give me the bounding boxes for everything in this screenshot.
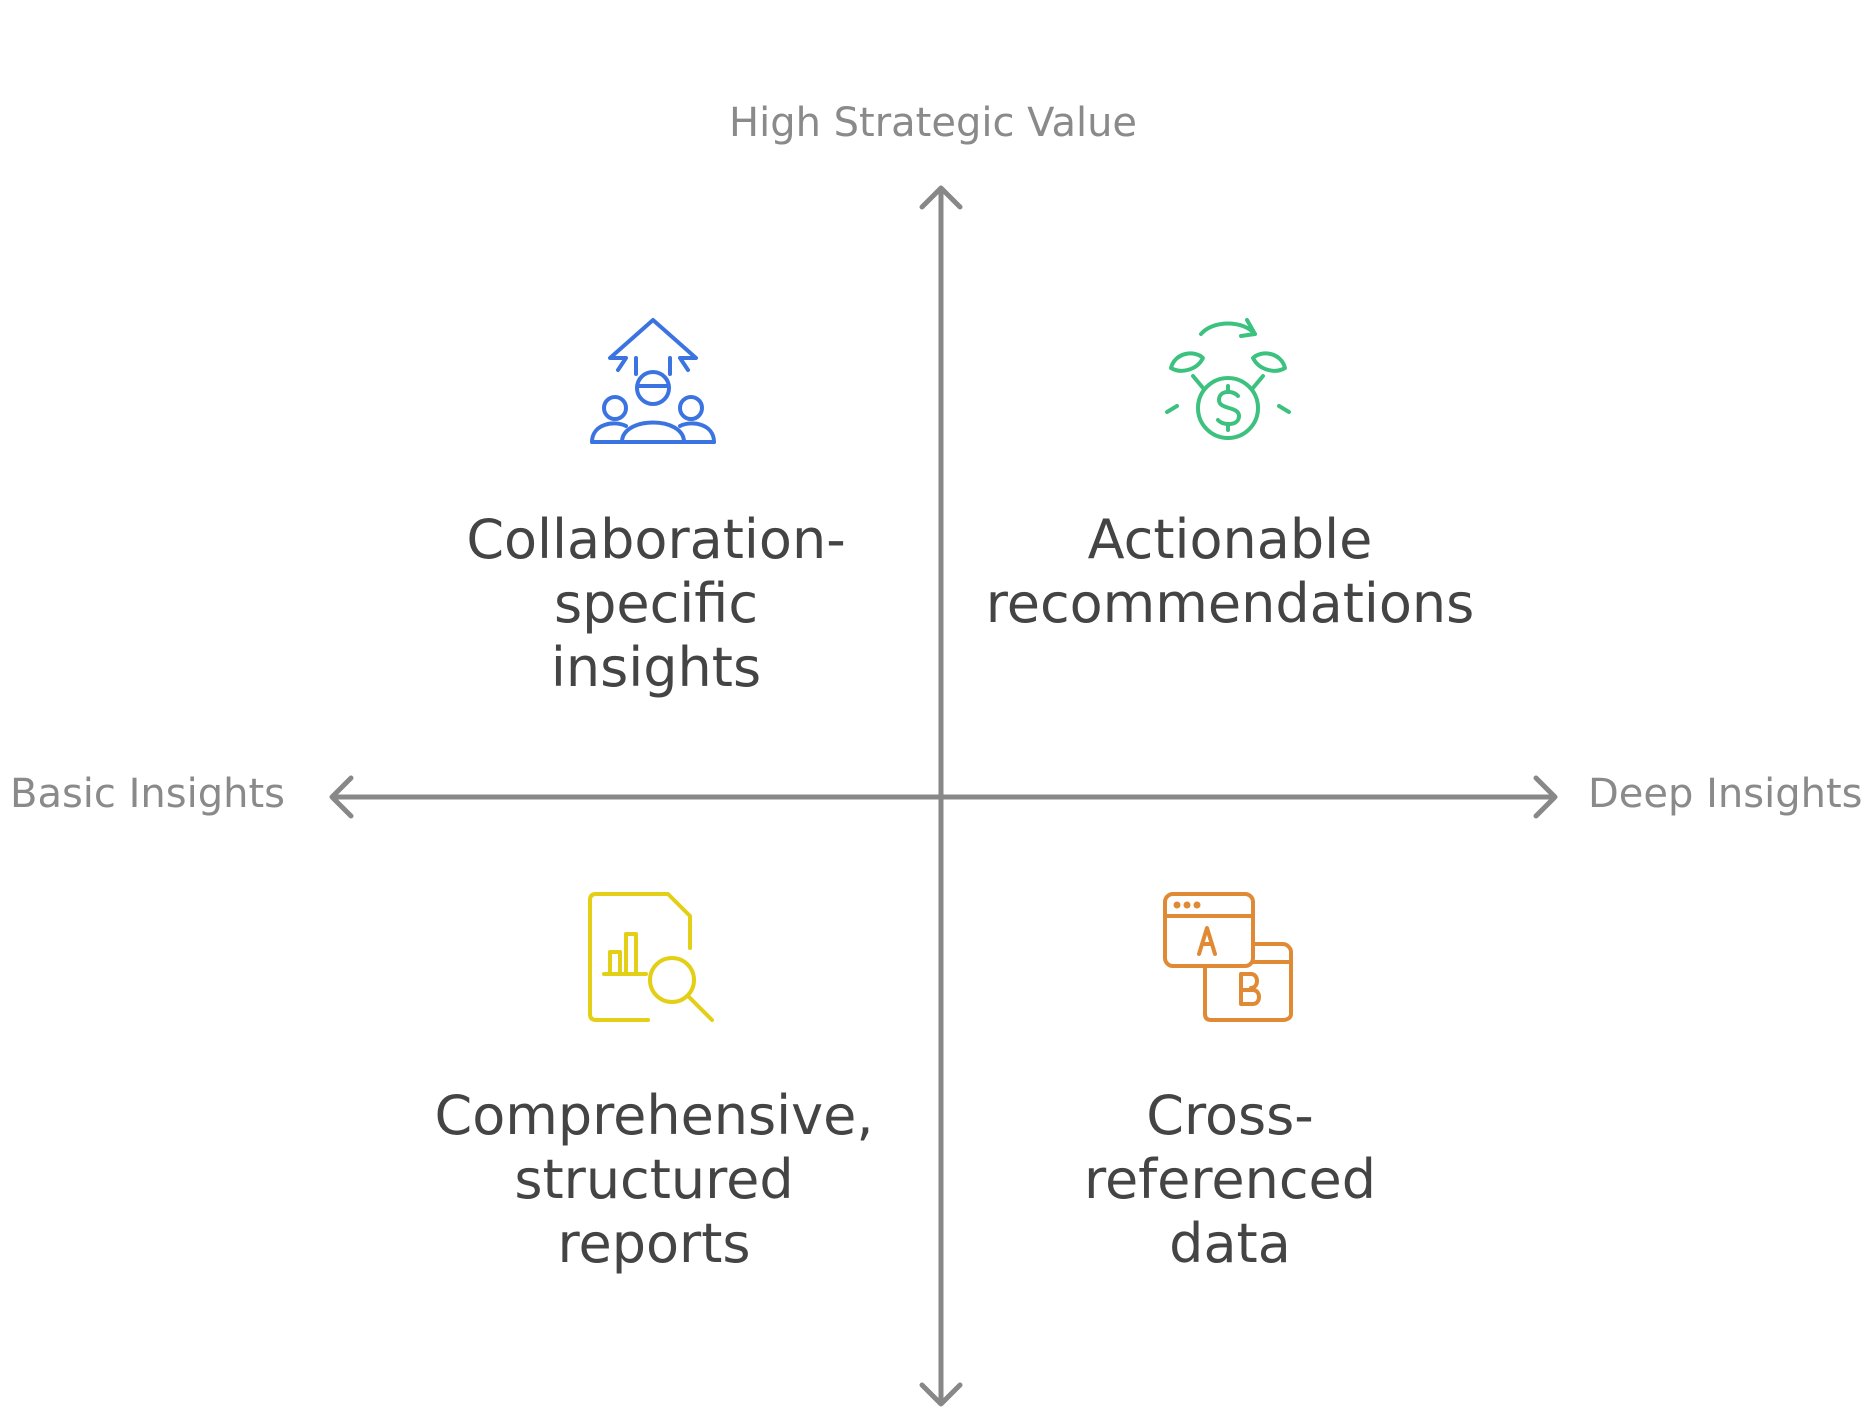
quadrant-label-line: structured xyxy=(514,1148,794,1211)
quadrant-label-line: data xyxy=(1169,1212,1291,1275)
quadrant-label-line: Cross- xyxy=(1146,1084,1314,1147)
quadrant-label-line: recommendations xyxy=(985,572,1475,635)
quadrant-label-line: insights xyxy=(550,636,762,699)
quadrant-label-line: Collaboration- xyxy=(466,508,846,571)
quadrant-label-bottom-right: Cross- referenced data xyxy=(1000,1084,1460,1276)
quadrant-label-line: Actionable xyxy=(1087,508,1373,571)
axis-label-left: Basic Insights xyxy=(10,771,285,817)
money-cycle-icon xyxy=(1165,318,1291,440)
ab-test-windows-icon xyxy=(1163,892,1293,1022)
quadrant-label-top-left: Collaboration- specific insights xyxy=(404,508,908,700)
axis-arrow-right xyxy=(1533,775,1558,819)
axis-arrow-down xyxy=(919,1382,963,1407)
quadrant-label-line: reports xyxy=(557,1212,751,1275)
axis-arrow-up xyxy=(919,185,963,210)
quadrant-label-line: Comprehensive, xyxy=(434,1084,874,1147)
team-growth-arrow-icon xyxy=(590,318,716,444)
report-search-icon xyxy=(588,892,714,1022)
quadrant-label-line: specific xyxy=(553,572,759,635)
quadrant-label-top-right: Actionable recommendations xyxy=(960,508,1500,636)
axis-label-right: Deep Insights xyxy=(1588,771,1863,817)
quadrant-label-line: referenced xyxy=(1083,1148,1377,1211)
quadrant-label-bottom-left: Comprehensive, structured reports xyxy=(384,1084,924,1276)
axis-arrow-left xyxy=(329,775,354,819)
axis-label-top: High Strategic Value xyxy=(729,100,1138,146)
